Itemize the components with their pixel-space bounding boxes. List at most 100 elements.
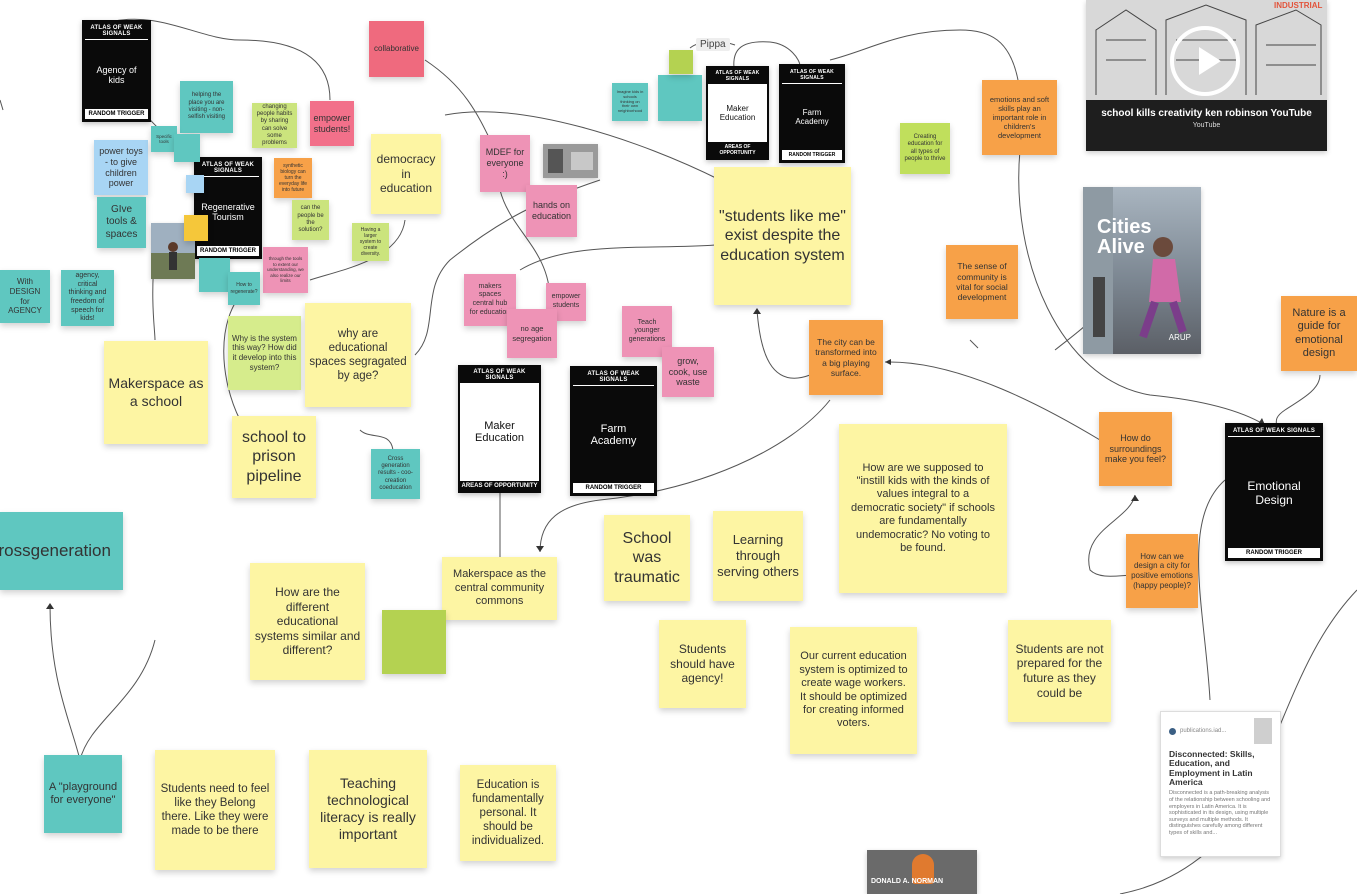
sticky-note[interactable]: Nature is a guide for emotional design xyxy=(1281,296,1357,371)
user-cursor-label: Pippa xyxy=(696,38,730,51)
sticky-note[interactable]: grow, cook, use waste xyxy=(662,347,714,397)
card-header: ATLAS OF WEAK SIGNALS xyxy=(573,369,654,386)
sticky-note[interactable]: The sense of community is vital for soci… xyxy=(946,245,1018,319)
sticky-note-small[interactable] xyxy=(669,50,693,74)
card-farm-academy-small[interactable]: ATLAS OF WEAK SIGNALS Farm Academy RANDO… xyxy=(779,64,845,163)
sticky-note[interactable]: why are educational spaces segragated by… xyxy=(305,303,411,407)
sticky-note[interactable]: Cross generation results - coo-creation … xyxy=(371,449,420,499)
sticky-note-small[interactable] xyxy=(184,215,208,241)
sticky-note[interactable]: MDEF for everyone :) xyxy=(480,135,530,192)
card-header: ATLAS OF WEAK SIGNALS xyxy=(197,160,259,177)
sticky-note[interactable]: changing people habits by sharing can so… xyxy=(252,103,297,148)
card-footer: RANDOM TRIGGER xyxy=(573,483,654,493)
card-emotional-design[interactable]: ATLAS OF WEAK SIGNALS Emotional Design R… xyxy=(1225,423,1323,561)
site-favicon-icon xyxy=(1169,727,1176,735)
sticky-note-small[interactable] xyxy=(174,134,200,162)
link-preview-card[interactable]: publications.iad... Disconnected: Skills… xyxy=(1160,711,1281,857)
sticky-note[interactable]: Makerspace as a school xyxy=(104,341,208,444)
sticky-note[interactable]: through the tools to extent our understa… xyxy=(263,247,308,293)
card-title: Farm Academy xyxy=(590,422,637,447)
sticky-note[interactable]: school to prison pipeline xyxy=(232,416,316,498)
sticky-note[interactable]: Learning through serving others xyxy=(713,511,803,601)
card-footer: AREAS OF OPPORTUNITY xyxy=(708,142,767,158)
photo-classroom[interactable] xyxy=(543,144,598,178)
card-maker-education[interactable]: ATLAS OF WEAK SIGNALS Maker Education AR… xyxy=(458,365,541,493)
sticky-note[interactable]: Creating education for all types of peop… xyxy=(900,123,950,174)
sticky-note[interactable]: How can we design a city for positive em… xyxy=(1126,534,1198,608)
card-header: ATLAS OF WEAK SIGNALS xyxy=(782,67,842,84)
card-farm-academy[interactable]: ATLAS OF WEAK SIGNALS Farm Academy RANDO… xyxy=(570,366,657,496)
card-maker-education-small[interactable]: ATLAS OF WEAK SIGNALS Maker Education AR… xyxy=(706,66,769,160)
link-domain: publications.iad... xyxy=(1180,728,1227,734)
sticky-note-small[interactable] xyxy=(658,75,702,121)
poster-brand: ARUP xyxy=(1168,333,1191,342)
card-footer: RANDOM TRIGGER xyxy=(85,109,148,119)
sticky-note[interactable]: empower students xyxy=(546,283,586,321)
svg-text:INDUSTRIAL: INDUSTRIAL xyxy=(1274,1,1323,10)
card-agency-of-kids[interactable]: ATLAS OF WEAK SIGNALS Agency of kids RAN… xyxy=(82,20,151,122)
sticky-note[interactable]: democracy in education xyxy=(371,134,441,214)
sticky-note[interactable]: agency, critical thinking and freedom of… xyxy=(61,270,114,326)
sticky-note[interactable]: Students should have agency! xyxy=(659,620,746,708)
video-embed[interactable]: INDUSTRIAL school kills creativity ken r… xyxy=(1086,0,1327,151)
sticky-note[interactable]: How do surroundings make you feel? xyxy=(1099,412,1172,486)
sticky-note[interactable]: With DESIGN for AGENCY xyxy=(0,270,50,323)
teapot-icon xyxy=(912,854,934,884)
sticky-note-empty[interactable] xyxy=(382,610,446,674)
sticky-note[interactable]: Students are not prepared for the future… xyxy=(1008,620,1111,722)
card-header: ATLAS OF WEAK SIGNALS xyxy=(85,23,148,40)
sticky-note[interactable]: no age segregation xyxy=(507,309,557,358)
sticky-note[interactable]: synthetic biology can turn the everyday … xyxy=(274,158,312,198)
sticky-note[interactable]: Specific tools xyxy=(151,126,177,152)
video-title: school kills creativity ken robinson You… xyxy=(1101,108,1312,119)
book-author: DONALD A. NORMAN xyxy=(871,878,944,885)
card-regenerative-tourism[interactable]: ATLAS OF WEAK SIGNALS Regenerative Touri… xyxy=(194,157,262,259)
sticky-note[interactable]: "students like me" exist despite the edu… xyxy=(714,167,851,305)
card-header: ATLAS OF WEAK SIGNALS xyxy=(708,68,767,84)
sticky-note[interactable]: collaborative xyxy=(369,21,424,77)
sticky-note[interactable]: can the people be the solution? xyxy=(292,200,329,240)
card-title: Agency of kids xyxy=(96,64,137,85)
book-cover-image[interactable]: DONALD A. NORMAN xyxy=(867,850,977,894)
link-header: publications.iad... xyxy=(1169,718,1272,744)
sticky-note[interactable]: emotions and soft skills play an importa… xyxy=(982,80,1057,155)
card-title: Farm Academy xyxy=(795,108,829,126)
play-icon[interactable] xyxy=(1170,26,1240,96)
sticky-note[interactable]: How are the different educational system… xyxy=(250,563,365,680)
sticky-note[interactable]: GIve tools & spaces xyxy=(97,197,146,248)
sticky-note[interactable]: Education is fundamentally personal. It … xyxy=(460,765,556,861)
sticky-note[interactable]: empower students! xyxy=(310,101,354,146)
sticky-note[interactable]: crossgeneration xyxy=(0,512,123,590)
sticky-note[interactable]: hands on education xyxy=(526,185,577,237)
sticky-note[interactable]: Why is the system this way? How did it d… xyxy=(228,316,301,390)
sticky-note[interactable]: Students need to feel like they Belong t… xyxy=(155,750,275,870)
photo-image xyxy=(543,144,598,178)
card-header: ATLAS OF WEAK SIGNALS xyxy=(1228,426,1320,437)
sticky-note-small[interactable] xyxy=(199,258,230,292)
sticky-note[interactable]: The city can be transformed into a big p… xyxy=(809,320,883,395)
sticky-note[interactable]: Imagine kids in schools thinking on thei… xyxy=(612,83,648,121)
sticky-note[interactable]: Our current education system is optimize… xyxy=(790,627,917,754)
card-footer: RANDOM TRIGGER xyxy=(1228,548,1320,558)
sticky-note[interactable]: Makerspace as the central community comm… xyxy=(442,557,557,620)
card-title: Maker Education xyxy=(475,420,524,444)
video-source: YouTube xyxy=(1192,122,1221,129)
sticky-note[interactable]: power toys - to give children power xyxy=(94,140,148,195)
sticky-note[interactable]: How to regenerate? xyxy=(228,272,260,305)
card-title: Regenerative Tourism xyxy=(201,201,255,222)
sticky-note[interactable]: Having a larger system to create diversi… xyxy=(352,223,389,261)
cities-alive-poster[interactable]: Cities Alive ARUP xyxy=(1083,187,1201,354)
sticky-note-small[interactable] xyxy=(186,175,204,193)
sticky-note[interactable]: How are we supposed to "instill kids wit… xyxy=(839,424,1007,593)
sticky-note[interactable]: A "playground for everyone" xyxy=(44,755,122,833)
card-title: Maker Education xyxy=(719,104,756,122)
poster-image xyxy=(1083,187,1187,354)
video-thumbnail: INDUSTRIAL xyxy=(1086,0,1327,151)
poster-title: Cities Alive xyxy=(1097,216,1152,258)
sticky-note[interactable]: School was traumatic xyxy=(604,515,690,601)
sticky-note[interactable]: Teaching technological literacy is reall… xyxy=(309,750,427,868)
sticky-note[interactable]: helping the place you are visiting - non… xyxy=(180,81,233,133)
card-footer: RANDOM TRIGGER xyxy=(782,150,842,160)
book-thumbnail xyxy=(1254,718,1272,744)
